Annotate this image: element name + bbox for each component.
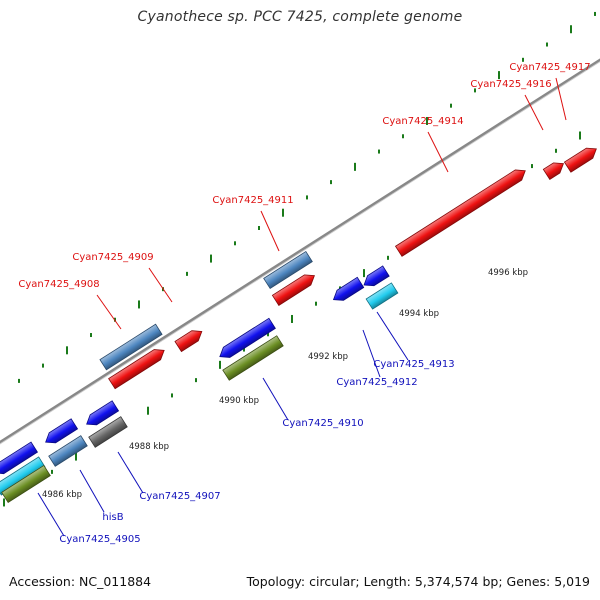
gene-label: Cyan7425_4917 xyxy=(509,62,590,73)
scale-label: 4986 kbp xyxy=(42,490,82,500)
gene-body xyxy=(365,282,399,310)
label-cyan7425-4907: Cyan7425_4907 xyxy=(117,451,221,502)
accession-label: Accession: NC_011884 xyxy=(9,574,152,589)
genome-title: Cyanothece sp. PCC 7425, complete genome xyxy=(137,9,463,25)
gene-cyan7425-4913-blue xyxy=(363,265,390,287)
gene-label: Cyan7425_4914 xyxy=(382,116,463,127)
label-cyan7425-4911: Cyan7425_4911 xyxy=(212,195,294,252)
gene-label: Cyan7425_4913 xyxy=(373,359,454,370)
label-cyan7425-4914: Cyan7425_4914 xyxy=(382,116,464,173)
gene-body xyxy=(88,416,128,448)
gene-cyan7425-4910-blue xyxy=(219,317,276,358)
gene-cyan7425-4907 xyxy=(88,416,128,448)
gene-label: Cyan7425_4916 xyxy=(470,79,551,90)
leader-line xyxy=(362,329,381,378)
label-cyan7425-4916: Cyan7425_4916 xyxy=(470,79,552,131)
gene-body xyxy=(99,323,163,371)
gene-cyan7425-4917 xyxy=(563,147,597,173)
leader-line xyxy=(260,210,280,252)
gene-cyan7425-4908-red xyxy=(108,349,165,390)
scale-label: 4990 kbp xyxy=(219,396,259,406)
label-cyan7425-4913: Cyan7425_4913 xyxy=(373,311,455,370)
gene-body xyxy=(174,330,203,353)
leader-line xyxy=(262,377,289,421)
leader-line xyxy=(37,492,65,537)
gene-body xyxy=(363,265,390,287)
genome-summary: Topology: circular; Length: 5,374,574 bp… xyxy=(246,574,590,589)
label-cyan7425-4908: Cyan7425_4908 xyxy=(18,279,122,330)
gene-body xyxy=(263,250,313,290)
gene-body xyxy=(394,169,526,257)
gene-left-edge-blue xyxy=(0,441,39,475)
leader-line xyxy=(555,77,567,121)
gene-cyan7425-4909 xyxy=(174,330,203,353)
gene-body xyxy=(271,274,315,306)
gene-label: Cyan7425_4909 xyxy=(72,252,153,263)
gene-label: Cyan7425_4907 xyxy=(139,491,220,502)
label-hisB: hisB xyxy=(79,469,124,523)
gene-cyan7425-4911-red xyxy=(271,274,315,306)
scale-label: 4992 kbp xyxy=(308,352,348,362)
leader-line xyxy=(79,469,105,513)
gene-cyan7425-4905 xyxy=(1,464,51,504)
gene-cyan7425-4913 xyxy=(365,282,399,310)
gene-body xyxy=(332,276,365,301)
scale-label: 4988 kbp xyxy=(129,442,169,452)
label-cyan7425-4909: Cyan7425_4909 xyxy=(72,252,173,303)
gene-body xyxy=(219,317,276,358)
leader-line xyxy=(427,131,449,173)
label-cyan7425-4910: Cyan7425_4910 xyxy=(262,377,364,429)
gene-body xyxy=(222,335,284,381)
gene-cyan7425-4911-cds xyxy=(263,250,313,290)
gene-label: Cyan7425_4908 xyxy=(18,279,99,290)
gene-body xyxy=(108,349,165,390)
leader-line xyxy=(376,311,409,361)
label-cyan7425-4905: Cyan7425_4905 xyxy=(37,492,141,545)
leader-line xyxy=(96,294,122,330)
gene-cyan7425-4916 xyxy=(542,162,564,180)
gene-label: Cyan7425_4910 xyxy=(282,418,363,429)
gene-label: Cyan7425_4905 xyxy=(59,534,140,545)
gene-label: Cyan7425_4911 xyxy=(212,195,293,206)
scale-label: 4996 kbp xyxy=(488,268,528,278)
gene-label: Cyan7425_4912 xyxy=(336,377,417,388)
gene-body xyxy=(45,418,79,444)
gene-body xyxy=(86,400,120,426)
leader-line xyxy=(117,451,144,494)
scale-label: 4994 kbp xyxy=(399,309,439,319)
leader-line xyxy=(524,94,544,131)
forward-ticks-outer xyxy=(18,11,596,383)
gene-body xyxy=(1,464,51,504)
gene-cyan7425-4908-cds xyxy=(99,323,163,371)
gene-body xyxy=(48,435,88,467)
gene-body xyxy=(542,162,564,180)
gene-body xyxy=(563,147,597,173)
gene-hisB-blue xyxy=(45,418,79,444)
gene-cyan7425-4907-blue xyxy=(86,400,120,426)
gene-label: hisB xyxy=(102,512,123,523)
gene-body xyxy=(0,441,39,475)
leader-line xyxy=(148,267,173,303)
gene-cyan7425-4910 xyxy=(222,335,284,381)
label-cyan7425-4917: Cyan7425_4917 xyxy=(509,62,591,121)
gene-cyan7425-4914 xyxy=(394,169,526,257)
gene-cyan7425-4912 xyxy=(332,276,365,301)
gene-hisB xyxy=(48,435,88,467)
backbone-line xyxy=(0,58,600,444)
label-cyan7425-4912: Cyan7425_4912 xyxy=(336,329,418,388)
